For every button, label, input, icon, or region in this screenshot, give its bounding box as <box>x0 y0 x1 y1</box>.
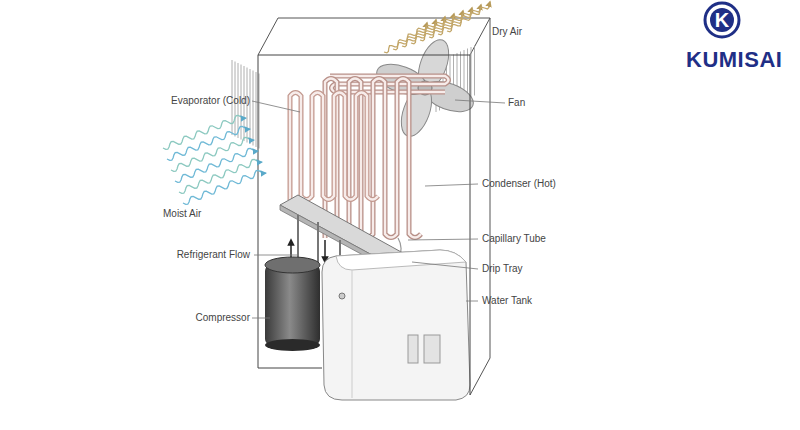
part-label: Dry Air <box>492 25 522 39</box>
part-label: Capillary Tube <box>482 232 546 246</box>
coil-tube <box>290 93 378 201</box>
air-wave <box>429 8 472 38</box>
part-label: Moist Air <box>163 207 201 221</box>
part-label: Refrigerant Flow <box>177 248 250 262</box>
air-wave <box>175 148 258 182</box>
part-label: Fan <box>508 96 525 110</box>
cabinet-front <box>258 55 470 395</box>
part-label: Compressor <box>196 311 250 325</box>
air-wave <box>167 126 250 160</box>
part-label: Evaporator (Cold) <box>171 94 250 108</box>
compressor <box>265 257 320 351</box>
airflow-waves <box>163 2 490 205</box>
air-wave <box>163 115 246 149</box>
coil-tube-core <box>290 93 378 201</box>
air-wave <box>179 159 262 193</box>
coil-tube-core <box>325 79 421 239</box>
air-wave <box>438 5 481 35</box>
air-wave <box>183 170 266 204</box>
water-tank <box>322 250 470 400</box>
coil-tube <box>325 79 421 239</box>
air-wave <box>171 137 254 171</box>
part-label: Drip Tray <box>482 262 523 276</box>
leader-lines <box>252 100 505 318</box>
part-label: Condenser (Hot) <box>482 177 556 191</box>
logo-mark <box>705 3 739 37</box>
logo-letter: K <box>712 10 732 30</box>
part-label: Water Tank <box>482 294 532 308</box>
brand-name: KUMISAI <box>686 48 782 72</box>
air-wave <box>447 2 490 32</box>
